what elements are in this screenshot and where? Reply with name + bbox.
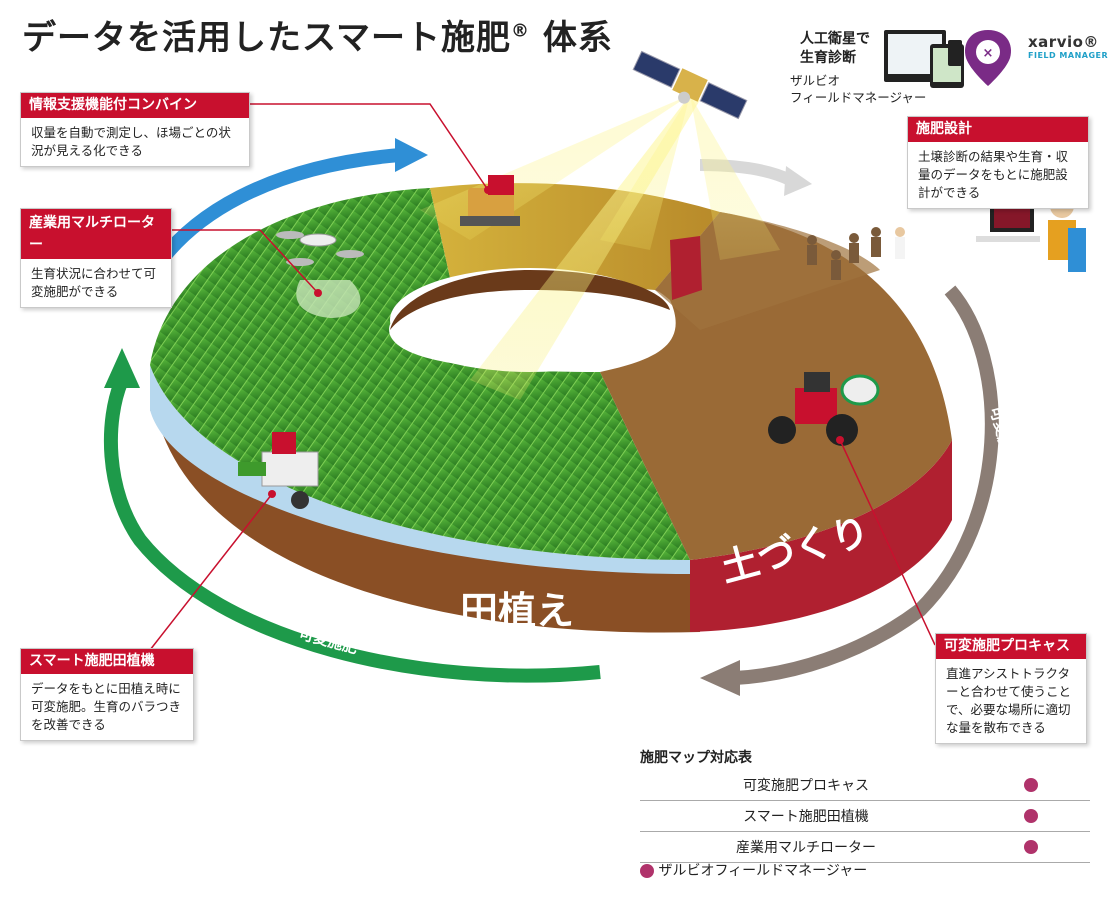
- callout-combine-title: 情報支援機能付コンバイン: [21, 93, 249, 118]
- callout-procast-body: 直進アシストトラクターと合わせて使うことで、必要な場所に適切な量を散布できる: [946, 666, 1072, 735]
- rice-transplanter: [238, 432, 319, 509]
- support-dot-icon: [1024, 809, 1038, 823]
- satellite-label: 人工衛星で 生育診断: [800, 30, 870, 68]
- map-row-dot-cell: [972, 770, 1090, 801]
- registered-mark: ®: [510, 20, 530, 42]
- svg-text:×: ×: [983, 46, 994, 61]
- blue-arrow-head: [395, 138, 428, 172]
- map-row-name: スマート施肥田植機: [640, 800, 972, 832]
- satellite-sub-line2: フィールドマネージャー: [790, 90, 927, 105]
- title-suffix: 体系: [529, 18, 613, 58]
- callout-design: 施肥設計 土壌診断の結果や生育・収量のデータをもとに施肥設計ができる: [907, 116, 1089, 209]
- callout-planter-title: スマート施肥田植機: [21, 649, 193, 674]
- legend-label: ザルビオフィールドマネージャー: [658, 863, 868, 879]
- devices-screens: [884, 30, 964, 88]
- callout-design-body: 土壌診断の結果や生育・収量のデータをもとに施肥設計ができる: [918, 149, 1069, 200]
- map-legend: ザルビオフィールドマネージャー: [640, 860, 867, 880]
- ring-label-taue: 田植え: [460, 589, 574, 633]
- callout-combine-body: 収量を自動で測定し、ほ場ごとの状況が見える化できる: [31, 125, 231, 158]
- xarvio-logo-pin: ×: [964, 30, 1012, 86]
- green-arrow-head: [104, 348, 140, 388]
- legend-dot-icon: [640, 864, 654, 878]
- satellite-beam: [470, 95, 700, 400]
- satellite-label-line2: 生育診断: [800, 50, 856, 66]
- callout-procast: 可変施肥プロキャス 直進アシストトラクターと合わせて使うことで、必要な場所に適切…: [935, 633, 1087, 744]
- combine-harvester: [460, 175, 520, 226]
- tractor: [768, 372, 880, 446]
- callout-planter-body: データをもとに田植え時に可変施肥。生育のバラつきを改善できる: [31, 681, 182, 732]
- green-cycle-arrow: [103, 377, 601, 683]
- satellite-sub: ザルビオ フィールドマネージャー: [790, 72, 926, 106]
- brand-name: xarvio®: [1028, 33, 1099, 51]
- ring-side-red: [690, 440, 952, 632]
- multirotor-drone: [276, 231, 364, 318]
- map-row-dot-cell: [972, 800, 1090, 832]
- table-row: 産業用マルチローター: [640, 831, 1090, 863]
- map-row-name: 産業用マルチローター: [640, 831, 972, 863]
- callout-multirotor: 産業用マルチローター 生育状況に合わせて可変施肥ができる: [20, 208, 172, 308]
- map-row-name: 可変施肥プロキャス: [640, 770, 972, 801]
- callout-multirotor-title: 産業用マルチローター: [21, 209, 171, 259]
- satellite: [632, 50, 748, 120]
- map-table: 可変施肥プロキャス スマート施肥田植機 産業用マルチローター: [640, 770, 1090, 863]
- callout-combine: 情報支援機能付コンバイン 収量を自動で測定し、ほ場ごとの状況が見える化できる: [20, 92, 250, 167]
- gray-arrow-head: [700, 660, 740, 696]
- satellite-sub-line1: ザルビオ: [790, 73, 841, 88]
- table-row: スマート施肥田植機: [640, 800, 1090, 832]
- satellite-label-line1: 人工衛星で: [800, 31, 870, 47]
- brand-sub: FIELD MANAGER: [1028, 51, 1109, 60]
- callout-planter: スマート施肥田植機 データをもとに田植え時に可変施肥。生育のバラつきを改善できる: [20, 648, 194, 741]
- gray-cycle-arrow: [734, 285, 999, 685]
- callout-multirotor-body: 生育状況に合わせて可変施肥ができる: [31, 266, 157, 299]
- callout-connectors: [149, 103, 936, 651]
- table-row: 可変施肥プロキャス: [640, 770, 1090, 801]
- map-table-title: 施肥マップ対応表: [640, 750, 752, 766]
- map-row-dot-cell: [972, 831, 1090, 863]
- page-title: データを活用したスマート施肥® 体系: [22, 10, 613, 59]
- title-text: データを活用したスマート施肥: [22, 18, 511, 58]
- farmers-group: [807, 227, 905, 280]
- support-dot-icon: [1024, 840, 1038, 854]
- callout-design-title: 施肥設計: [908, 117, 1088, 142]
- callout-procast-title: 可変施肥プロキャス: [936, 634, 1086, 659]
- support-dot-icon: [1024, 778, 1038, 792]
- xarvio-brand: xarvio® FIELD MANAGER: [1028, 33, 1108, 60]
